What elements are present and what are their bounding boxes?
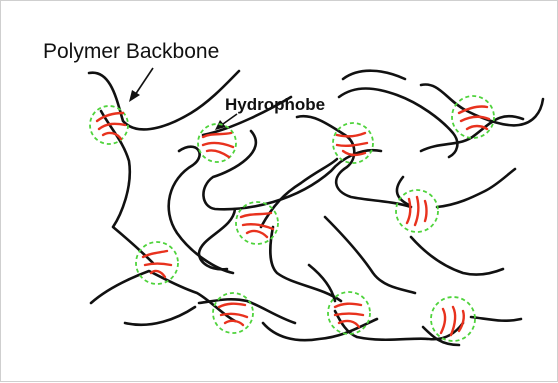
backbone-chain xyxy=(89,71,239,129)
hydrophobe-junction xyxy=(90,106,128,144)
backbone-chain xyxy=(411,237,503,275)
backbone-chain xyxy=(325,217,415,293)
backbone-chain xyxy=(397,177,409,205)
backbone-chain xyxy=(437,169,515,207)
backbone-chain xyxy=(421,116,523,151)
backbone-chain xyxy=(471,317,521,321)
polymer-backbone-label: Polymer Backbone xyxy=(43,40,219,63)
backbone-chain xyxy=(91,271,235,321)
hydrophobe-junction xyxy=(198,124,236,162)
backbone-chain xyxy=(125,307,195,325)
hydrophobe-label: Hydrophobe xyxy=(225,95,325,114)
backbone-chain xyxy=(343,71,405,79)
hydrophobe-junction xyxy=(452,96,494,138)
backbone-chain xyxy=(297,116,411,207)
hydrophobe-junction xyxy=(136,242,178,284)
hydrophobe-junction xyxy=(396,190,438,232)
backbone-chain xyxy=(339,89,457,158)
polymer-backbone-arrow xyxy=(129,68,153,102)
